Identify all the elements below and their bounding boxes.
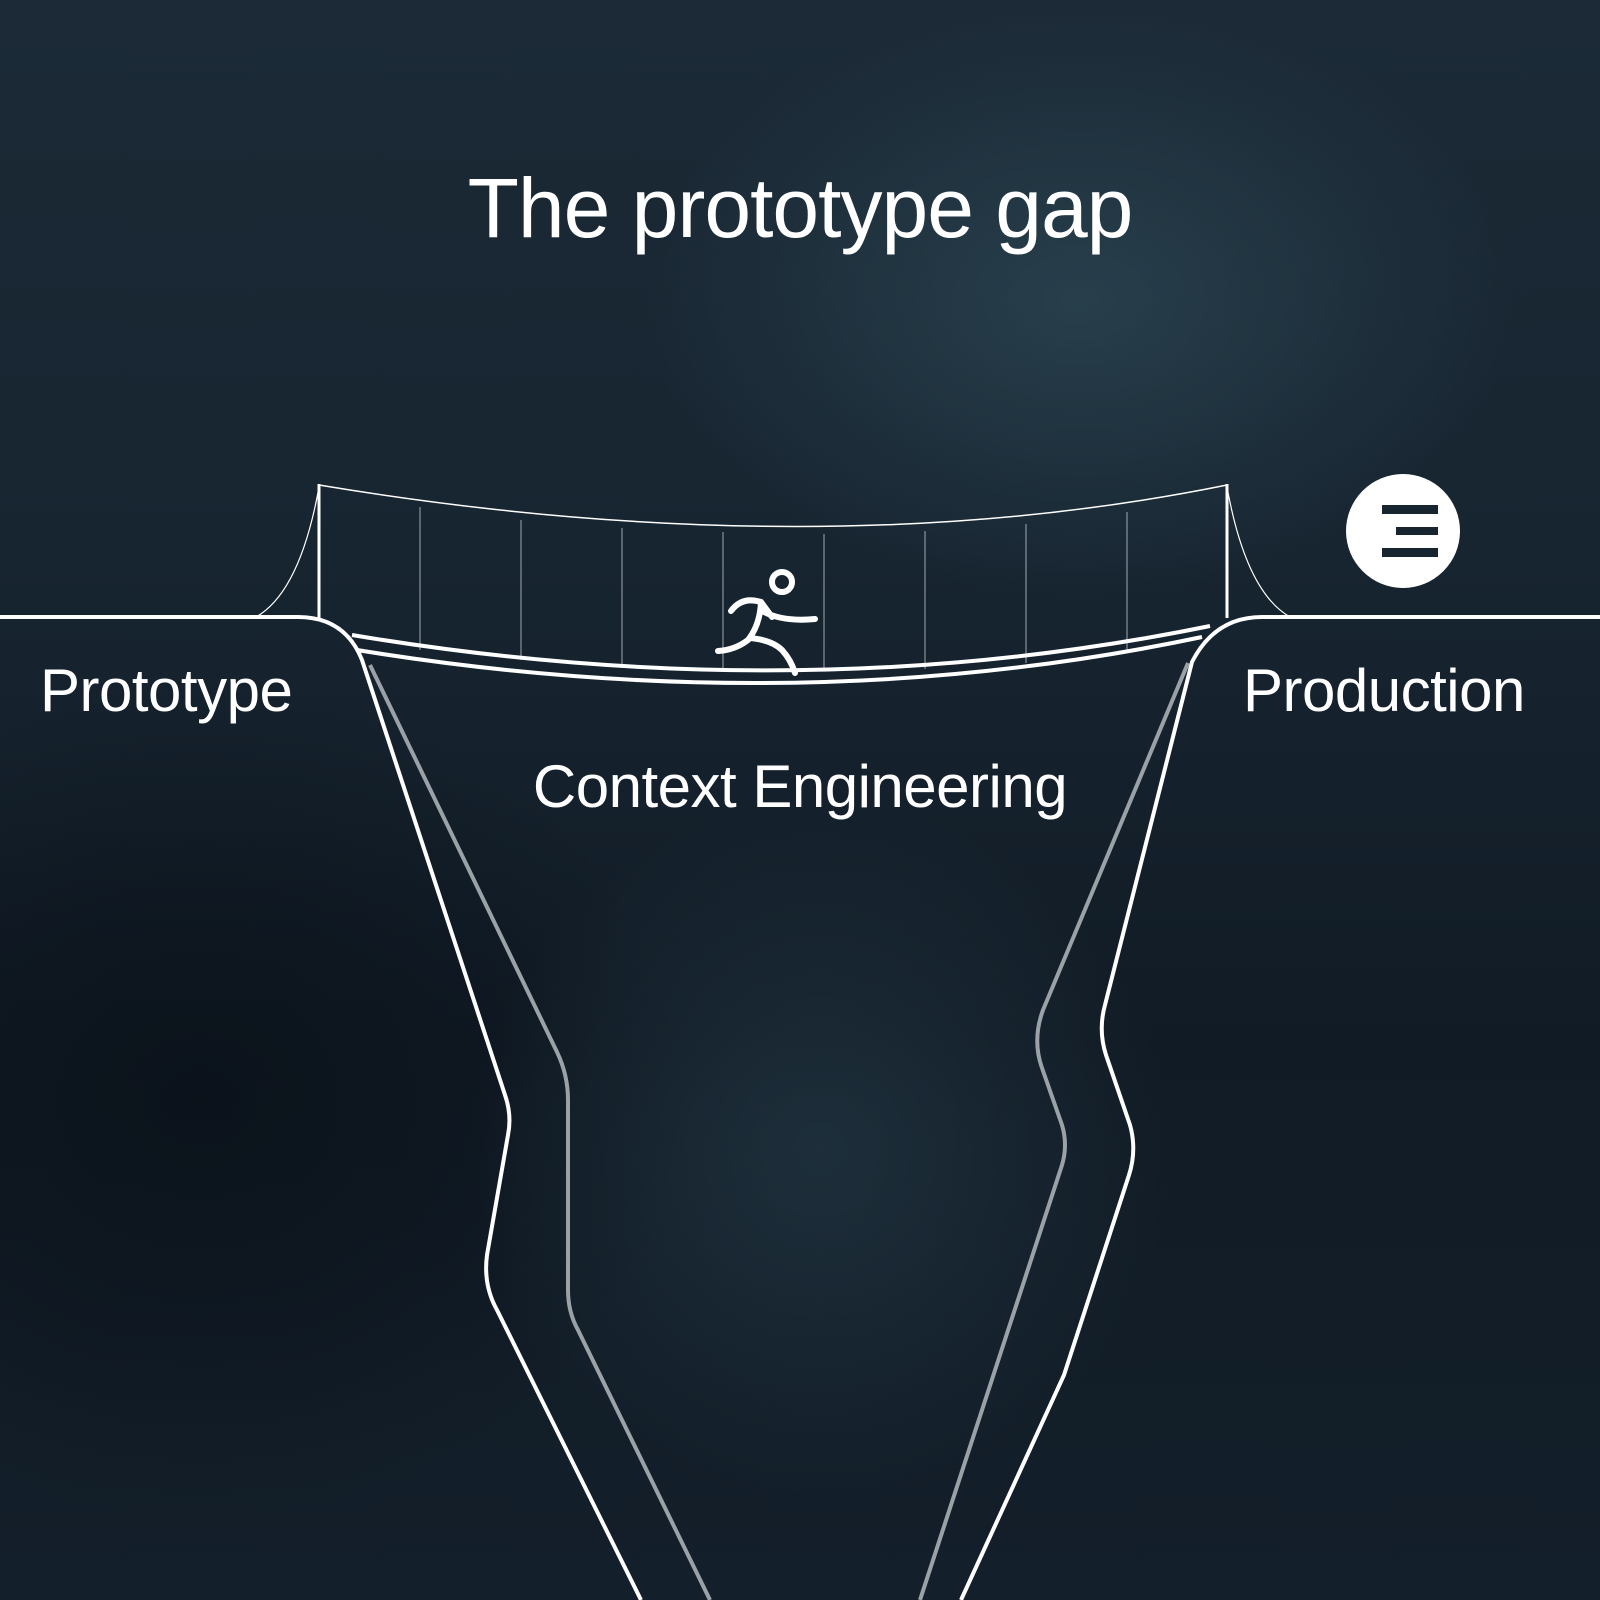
bridge-handrail (318, 484, 1228, 528)
production-label: Production (1243, 657, 1525, 724)
context-engineering-label: Context Engineering (532, 753, 1068, 820)
bridge-deck-top (351, 624, 1211, 673)
brand-logo-icon (1346, 474, 1460, 588)
inner-right-crevice (918, 662, 1190, 1600)
running-person-icon (715, 569, 818, 676)
inner-left-crevice (368, 664, 712, 1600)
anchor-cable-right (1226, 486, 1291, 618)
left-cliff-edge (0, 615, 643, 1600)
right-cliff-edge (959, 615, 1600, 1600)
page-title: The prototype gap (467, 161, 1134, 255)
bridge-deck-bottom (356, 635, 1203, 686)
bridge-suspenders (419, 507, 1128, 671)
prototype-label: Prototype (40, 657, 293, 724)
anchor-cable-left (255, 486, 320, 618)
